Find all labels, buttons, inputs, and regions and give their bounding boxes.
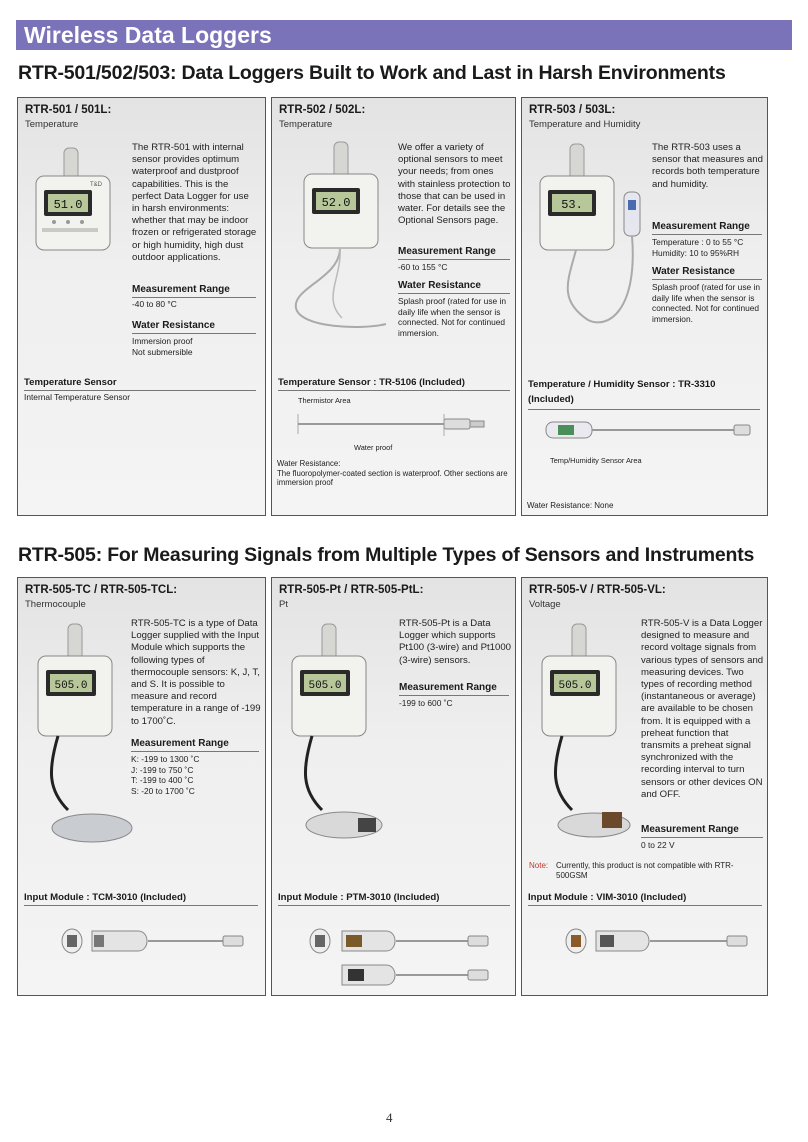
sensor-water-note: Water Resistance: The fluoropolymer-coat… [277,459,508,487]
panel-rtr-505-tc: RTR-505-TC / RTR-505-TCL: Thermocouple 5… [17,577,266,996]
range-value: K: -199 to 1300 ˚C J: -199 to 750 ˚C T: … [131,754,200,796]
section1-heading: RTR-501/502/503: Data Loggers Built to W… [18,62,726,84]
panel-rtr-502: RTR-502 / 502L: Temperature 52.0 We offe… [271,97,516,516]
range-label: Measurement Range [641,824,763,838]
lcd-readout: 505.0 [308,680,341,692]
lcd-readout: 505.0 [558,680,591,692]
panel-title: RTR-502 / 502L: [279,104,366,116]
sensor-label: Temperature Sensor [24,377,256,391]
panel-description: RTR-505-TC is a type of Data Logger supp… [131,618,261,727]
sensor-label: Temperature Sensor : TR-5106 (Included) [278,377,510,391]
sensor-water-note: Water Resistance: None [527,501,614,510]
range-value: -60 to 155 °C [398,262,448,272]
water-label: Water Resistance [652,266,762,280]
rtr-501-device-image: 51.0 T&D [28,146,118,256]
note-label: Note: [529,861,549,870]
panel-subtitle: Temperature [279,119,333,130]
water-value: Splash proof (rated for use in daily lif… [652,282,761,324]
water-label: Water Resistance [132,320,256,334]
panel-title: RTR-501 / 501L: [25,104,112,116]
panel-subtitle: Thermocouple [25,599,86,610]
panel-rtr-505-pt: RTR-505-Pt / RTR-505-PtL: Pt 505.0 RTR-5… [271,577,516,996]
water-value: Immersion proof Not submersible [132,336,193,357]
ptm-3010-module-image [308,923,498,993]
lcd-readout: 52.0 [322,196,351,210]
page-number: 4 [386,1110,393,1125]
panel-rtr-505-v: RTR-505-V / RTR-505-VL: Voltage 505.0 RT… [521,577,768,996]
lcd-readout: 53. [561,198,583,212]
rtr-503-device-image: 53. [528,140,648,330]
rtr-502-device-image: 52.0 [282,138,392,338]
thermistor-area-label: Thermistor Area [298,396,351,405]
panel-subtitle: Pt [279,599,288,610]
module-label: Input Module : TCM-3010 (Included) [24,892,258,906]
tr-5106-sensor-image [294,408,489,438]
sensor-area-label: Temp/Humidity Sensor Area [550,456,642,465]
module-label: Input Module : PTM-3010 (Included) [278,892,510,906]
rtr-505-v-device-image: 505.0 [532,620,642,850]
svg-text:T&D: T&D [90,182,103,188]
lcd-readout: 505.0 [54,680,87,692]
waterproof-label: Water proof [354,443,393,452]
panel-subtitle: Voltage [529,599,561,610]
panel-rtr-501: RTR-501 / 501L: Temperature 51.0 T&D The… [17,97,266,516]
panel-rtr-503: RTR-503 / 503L: Temperature and Humidity… [521,97,768,516]
range-label: Measurement Range [398,246,510,260]
panel-description: The RTR-503 uses a sensor that measures … [652,142,763,190]
range-label: Measurement Range [131,738,259,752]
section2-heading: RTR-505: For Measuring Signals from Mult… [18,544,755,566]
note-text: Currently, this product is not compatibl… [556,861,734,880]
panel-description: We offer a variety of optional sensors t… [398,142,511,227]
panel-title: RTR-505-Pt / RTR-505-PtL: [279,584,424,596]
panel-description: RTR-505-Pt is a Data Logger which suppor… [399,618,511,666]
lcd-readout: 51.0 [54,198,83,212]
panel-title: RTR-505-V / RTR-505-VL: [529,584,666,596]
range-label: Measurement Range [652,221,762,235]
range-value: -40 to 80 °C [132,299,177,309]
panel-description: RTR-505-V is a Data Logger designed to m… [641,618,764,800]
sensor-value: Internal Temperature Sensor [24,392,130,402]
rtr-505-pt-device-image: 505.0 [282,620,392,850]
water-value: Splash proof (rated for use in daily lif… [398,296,507,338]
range-value: Temperature : 0 to 55 °C Humidity: 10 to… [652,237,744,258]
panel-subtitle: Temperature and Humidity [529,119,641,130]
panel-title: RTR-503 / 503L: [529,104,616,116]
water-label: Water Resistance [398,280,510,294]
page-banner: Wireless Data Loggers [16,20,792,50]
rtr-505-tc-device-image: 505.0 [28,620,138,850]
sensor-label: Temperature / Humidity Sensor : TR-3310 … [528,377,760,410]
panel-title: RTR-505-TC / RTR-505-TCL: [25,584,178,596]
range-value: 0 to 22 V [641,840,675,850]
tcm-3010-module-image [58,923,248,959]
vim-3010-module-image [562,923,752,959]
range-value: -199 to 600 ˚C [399,698,453,708]
range-label: Measurement Range [132,284,256,298]
tr-3310-sensor-image [544,418,754,444]
panel-description: The RTR-501 with internal sensor provide… [132,142,257,263]
module-label: Input Module : VIM-3010 (Included) [528,892,762,906]
panel-subtitle: Temperature [25,119,79,130]
range-label: Measurement Range [399,682,509,696]
